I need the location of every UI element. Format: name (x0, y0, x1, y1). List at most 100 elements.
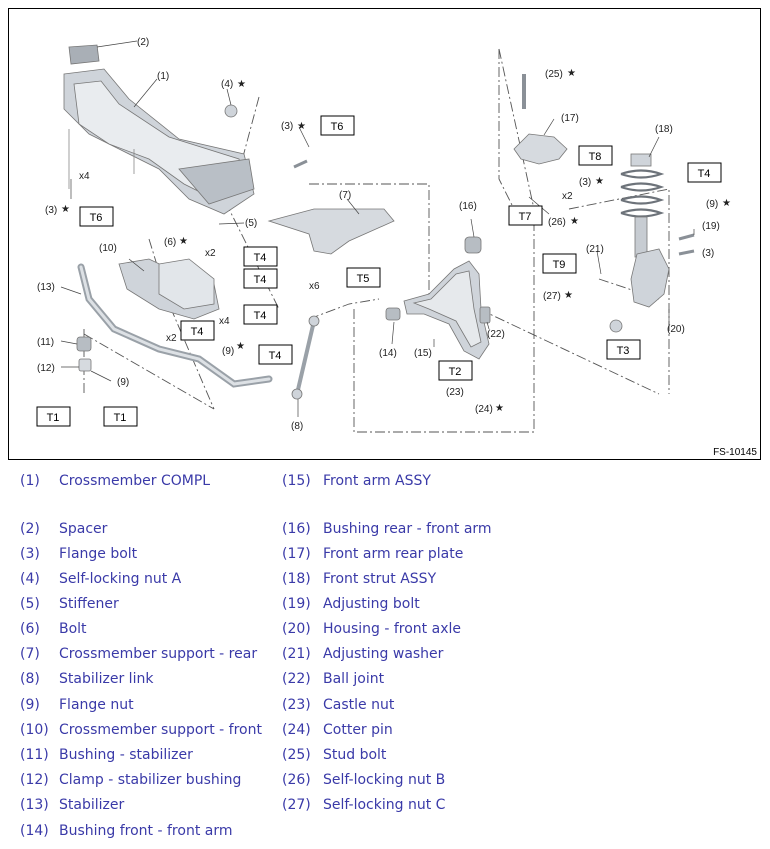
star-marker: ★ (297, 121, 306, 132)
legend-item-name: Stabilizer (59, 797, 125, 813)
legend-item-number: (15) (282, 473, 311, 489)
callout-25: (25) (545, 69, 563, 80)
torque-box-t8: T8 (589, 151, 602, 163)
legend-item-number: (26) (282, 772, 311, 788)
legend-item-number: (22) (282, 671, 311, 687)
legend-item-name: Castle nut (323, 697, 395, 713)
legend-item-number: (18) (282, 571, 311, 587)
legend-item-name: Cotter pin (323, 722, 393, 738)
callout-6: (6) (164, 237, 176, 248)
legend-item-name: Self-locking nut C (323, 797, 446, 813)
callout-13: (13) (37, 282, 55, 293)
crossmember-support-front-part (118, 258, 220, 320)
legend-item-number: (9) (20, 697, 40, 713)
legend-item-name: Bushing front - front arm (59, 823, 233, 839)
stabilizer-bushing-part (76, 336, 92, 352)
legend-item-number: (20) (282, 621, 311, 637)
callout-4: (4) (221, 79, 233, 90)
front-strut-part (620, 153, 665, 258)
legend-item-number: (19) (282, 596, 311, 612)
callout-26: (26) (548, 217, 566, 228)
legend-item-number: (1) (20, 473, 40, 489)
housing-front-axle-part (630, 248, 670, 308)
star-marker: ★ (564, 290, 573, 301)
legend-item-name: Crossmember support - rear (59, 646, 258, 662)
torque-box-t4: T4 (254, 252, 267, 264)
torque-box-t1: T1 (47, 412, 60, 424)
callout-27: (27) (543, 291, 561, 302)
legend-item-name: Spacer (59, 521, 108, 537)
figure-id: FS-10145 (713, 447, 757, 458)
multiplier-label: x2 (166, 333, 177, 344)
callout-19: (19) (702, 221, 720, 232)
torque-box-t3: T3 (617, 345, 630, 357)
star-marker: ★ (722, 198, 731, 209)
callout-24: (24) (475, 404, 493, 415)
star-marker: ★ (570, 216, 579, 227)
legend-item-name: Stud bolt (323, 747, 387, 763)
legend-item-name: Ball joint (323, 671, 385, 687)
legend-item-number: (6) (20, 621, 40, 637)
legend-item-number: (2) (20, 521, 40, 537)
legend-item-name: Bushing rear - front arm (323, 521, 492, 537)
callout-12: (12) (37, 363, 55, 374)
torque-box-t4: T4 (191, 326, 204, 338)
legend-item-name: Bushing - stabilizer (59, 747, 193, 763)
crossmember-part (63, 44, 255, 215)
legend-item-name: Adjusting bolt (323, 596, 420, 612)
legend-item-number: (10) (20, 722, 49, 738)
stabilizer-link-part (291, 315, 320, 400)
torque-box-t9: T9 (553, 259, 566, 271)
star-marker: ★ (595, 176, 604, 187)
torque-box-t4: T4 (698, 168, 711, 180)
legend-item-name: Front arm rear plate (323, 546, 464, 562)
callout-15: (15) (414, 348, 432, 359)
legend-item-name: Front arm ASSY (323, 473, 431, 489)
callout-22: (22) (487, 329, 505, 340)
legend-item-name: Self-locking nut A (59, 571, 182, 587)
callout-3: (3) (281, 121, 293, 132)
legend-item-name: Housing - front axle (323, 621, 461, 637)
callout-9: (9) (706, 199, 718, 210)
multiplier-label: x6 (309, 281, 320, 292)
callout-16: (16) (459, 201, 477, 212)
torque-box-t1: T1 (114, 412, 127, 424)
callout-17: (17) (561, 113, 579, 124)
star-marker: ★ (567, 68, 576, 79)
legend-item-name: Crossmember COMPL (59, 473, 211, 489)
multiplier-label: x2 (562, 191, 573, 202)
flange-bolt-t3-part (609, 319, 623, 333)
legend-item-number: (4) (20, 571, 40, 587)
legend-item-number: (16) (282, 521, 311, 537)
callout-11: (11) (37, 337, 54, 348)
torque-box-t5: T5 (357, 273, 370, 285)
legend-item-number: (21) (282, 646, 311, 662)
callout-1: (1) (157, 71, 169, 82)
legend-item-name: Crossmember support - front (59, 722, 262, 738)
torque-box-t4: T4 (269, 350, 282, 362)
callout-7: (7) (339, 190, 351, 201)
legend-item-number: (23) (282, 697, 311, 713)
torque-box-t2: T2 (449, 366, 462, 378)
legend-item-number: (27) (282, 797, 311, 813)
callout-23: (23) (446, 387, 464, 398)
legend-item-number: (14) (20, 823, 49, 839)
legend-item-name: Flange bolt (59, 546, 138, 562)
torque-box-t4: T4 (254, 310, 267, 322)
legend-item-number: (8) (20, 671, 40, 687)
legend-item-name: Self-locking nut B (323, 772, 446, 788)
legend-item-number: (17) (282, 546, 311, 562)
legend-item-name: Adjusting washer (323, 646, 444, 662)
legend-item-number: (13) (20, 797, 49, 813)
exploded-view-figure: T6 T6 T4 T4 T5 T4 T4 T4 T1 T1 T2 T7 T8 T… (8, 8, 761, 460)
callout-21: (21) (586, 244, 604, 255)
star-marker: ★ (495, 403, 504, 414)
torque-box-t4: T4 (254, 274, 267, 286)
callout-18: (18) (655, 124, 673, 135)
legend-item-name: Front strut ASSY (323, 571, 437, 587)
callout-5: (5) (245, 218, 257, 229)
star-marker: ★ (61, 204, 70, 215)
callout-3: (3) (702, 248, 714, 259)
callout-3: (3) (45, 205, 57, 216)
legend-item-name: Clamp - stabilizer bushing (59, 772, 242, 788)
